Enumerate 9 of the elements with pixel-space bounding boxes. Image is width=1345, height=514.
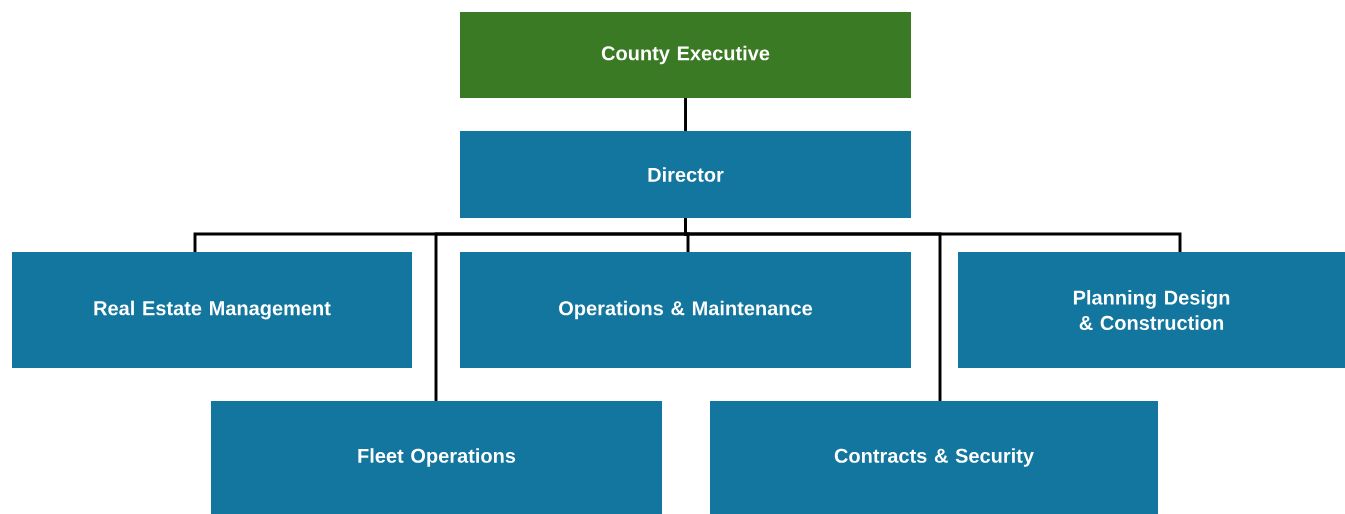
org-box: Real Estate Management <box>12 252 412 368</box>
connector-line <box>684 218 942 401</box>
connector-line <box>684 98 687 131</box>
org-box: Fleet Operations <box>211 401 662 514</box>
org-box: County Executive <box>460 12 911 98</box>
org-box: Planning Design & Construction <box>958 252 1345 368</box>
org-box: Contracts & Security <box>710 401 1158 514</box>
org-box: Operations & Maintenance <box>460 252 911 368</box>
org-box: Director <box>460 131 911 218</box>
